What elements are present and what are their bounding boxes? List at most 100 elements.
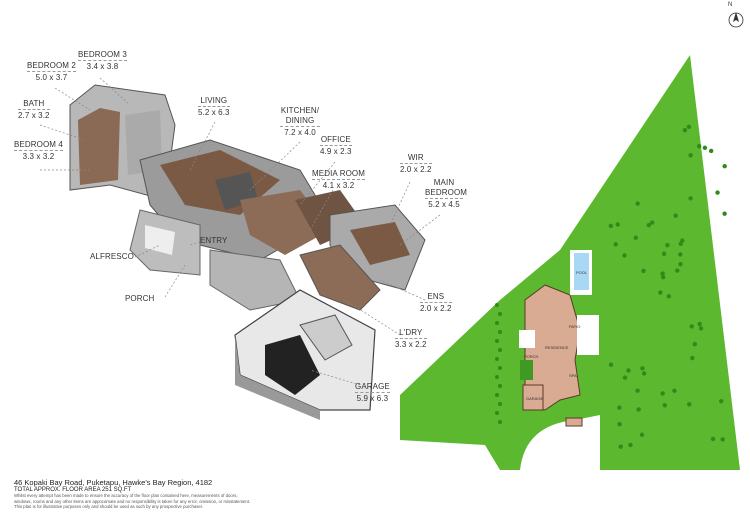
tree-icon — [636, 407, 641, 412]
tree-icon — [498, 402, 502, 406]
site-pool — [574, 253, 589, 290]
tree-icon — [641, 371, 647, 376]
tree-icon — [660, 275, 666, 280]
floor-plan-3d — [69, 84, 426, 420]
tree-icon — [498, 420, 502, 424]
tree-icon — [658, 290, 663, 295]
site-label-spa: SPA — [569, 373, 577, 378]
tree-icon — [635, 201, 640, 206]
site-label-residence: RESIDENCE — [545, 345, 569, 350]
tree-icon — [498, 312, 502, 316]
tree-icon — [495, 339, 499, 343]
leader-lines — [39, 77, 441, 386]
tree-icon — [635, 388, 640, 393]
tree-icon — [498, 348, 502, 352]
tree-icon — [613, 242, 618, 247]
tree-icon — [641, 268, 646, 274]
tree-icon — [633, 235, 639, 240]
tree-icon — [697, 321, 702, 327]
tree-icon — [661, 251, 667, 256]
disclaimer-line: Whilst every attempt has been made to en… — [14, 493, 238, 498]
tree-icon — [495, 375, 499, 379]
tree-icon — [650, 220, 655, 225]
tree-icon — [688, 153, 693, 158]
north-label: N — [728, 2, 733, 8]
site-label-garage: GARAGE — [526, 396, 544, 401]
area-label-alfresco: ALFRESCO — [90, 252, 134, 261]
tree-icon — [692, 342, 698, 347]
tree-icon — [665, 242, 670, 248]
footer: 46 Kopaki Bay Road, Puketapu, Hawke's Ba… — [14, 478, 250, 510]
tree-icon — [689, 324, 694, 329]
total-floor-area: TOTAL APPROX. FLOOR AREA 251 SQ.FT — [14, 487, 132, 493]
tree-icon — [617, 405, 622, 410]
tree-icon — [626, 368, 631, 373]
disclaimer-line: windows, rooms and any other items are a… — [14, 498, 251, 504]
tree-icon — [640, 366, 645, 371]
tree-icon — [495, 321, 499, 325]
tree-icon — [639, 432, 645, 437]
tree-icon — [687, 402, 692, 407]
tree-icon — [678, 252, 683, 257]
tree-icon — [662, 403, 667, 408]
tree-icon — [615, 222, 620, 227]
tree-icon — [715, 190, 720, 195]
site-label-pool: POOL — [576, 270, 588, 275]
tree-icon — [688, 196, 693, 201]
tree-icon — [495, 357, 499, 361]
tree-icon — [702, 145, 708, 151]
tree-icon — [680, 238, 685, 243]
tree-icon — [675, 268, 680, 273]
tree-icon — [498, 384, 502, 388]
tree-icon — [719, 398, 724, 404]
tree-icon — [495, 411, 499, 415]
disclaimer-line: This plan is for illustrative purposes o… — [14, 504, 204, 509]
tree-icon — [666, 294, 672, 299]
area-label-porch: PORCH — [125, 294, 155, 303]
tree-icon — [495, 303, 499, 307]
tree-icon — [618, 444, 623, 449]
tree-icon — [696, 143, 702, 149]
tree-icon — [608, 362, 614, 367]
tree-icon — [660, 391, 665, 396]
north-arrow-icon — [728, 12, 744, 28]
tree-icon — [628, 442, 633, 448]
tree-icon — [690, 355, 695, 361]
tree-icon — [708, 148, 714, 154]
area-label-entry: ENTRY — [200, 236, 228, 245]
tree-icon — [722, 211, 727, 216]
tree-icon — [710, 436, 716, 442]
site-plan — [400, 55, 740, 470]
tree-icon — [722, 163, 727, 169]
tree-icon — [498, 330, 502, 334]
tree-icon — [672, 388, 677, 393]
address: 46 Kopaki Bay Road, Puketapu, Hawke's Ba… — [14, 478, 213, 487]
tree-icon — [686, 124, 692, 130]
tree-icon — [646, 222, 652, 228]
tree-icon — [660, 271, 665, 276]
tree-icon — [617, 421, 622, 427]
tree-icon — [698, 326, 704, 331]
tree-icon — [495, 393, 499, 397]
tree-icon — [622, 253, 627, 258]
site-label-porch: PORCH — [524, 354, 539, 359]
tree-icon — [608, 223, 614, 229]
tree-icon — [720, 437, 725, 442]
tree-icon — [498, 366, 502, 370]
tree-icon — [673, 213, 678, 218]
